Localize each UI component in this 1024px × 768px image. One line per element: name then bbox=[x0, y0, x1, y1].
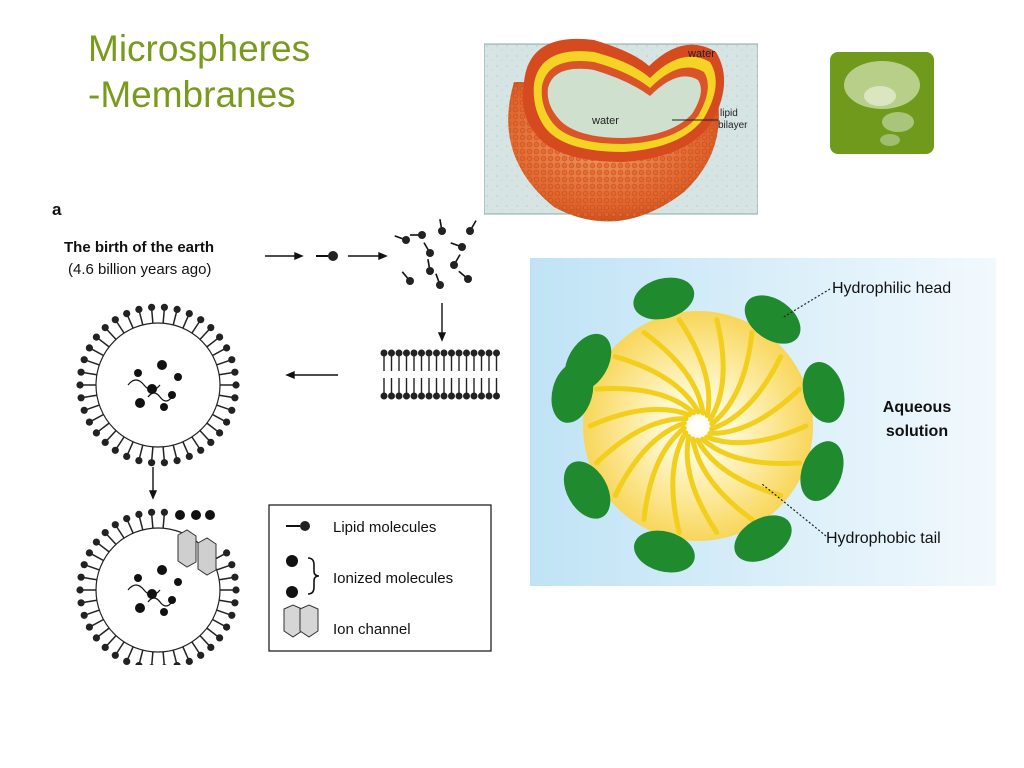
speech-bubble-icon bbox=[830, 52, 934, 154]
bilayer-label: bilayer bbox=[718, 120, 748, 131]
hydrophilic-head bbox=[634, 530, 695, 573]
aqueous-label: Aqueous bbox=[883, 399, 952, 416]
solution-label: solution bbox=[886, 423, 948, 440]
micelle-illustration: Hydrophilic head Aqueous solution Hydrop… bbox=[530, 258, 996, 586]
title-line-2: -Membranes bbox=[88, 74, 296, 115]
vesicle-illustration: water water lipid bilayer bbox=[484, 22, 758, 230]
panel-letter: a bbox=[52, 200, 62, 219]
birth-line-2: (4.6 billion years ago) bbox=[68, 261, 211, 278]
water-inner-label: water bbox=[591, 115, 619, 127]
hydrophobic-tail-label: Hydrophobic tail bbox=[826, 530, 941, 547]
hydrophilic-head bbox=[744, 295, 801, 344]
hydrophilic-head bbox=[802, 362, 845, 423]
hydrophilic-head bbox=[800, 441, 844, 502]
slide-title: Microspheres -Membranes bbox=[88, 26, 310, 118]
legend-ionized: Ionized molecules bbox=[333, 570, 453, 587]
title-line-1: Microspheres bbox=[88, 28, 311, 69]
hydrophilic-head bbox=[633, 277, 695, 320]
origin-diagram: a The birth of the earth (4.6 billion ye… bbox=[52, 200, 500, 665]
legend-lipid: Lipid molecules bbox=[333, 519, 436, 536]
birth-line-1: The birth of the earth bbox=[64, 239, 214, 256]
hydrophilic-head bbox=[563, 461, 611, 519]
hydrophilic-head-label: Hydrophilic head bbox=[832, 280, 951, 297]
legend-channel: Ion channel bbox=[333, 621, 411, 638]
hydrophilic-head bbox=[734, 515, 792, 562]
water-outer-label: water bbox=[687, 48, 715, 60]
hydrophilic-head bbox=[551, 362, 594, 423]
lipid-label: lipid bbox=[720, 108, 738, 119]
